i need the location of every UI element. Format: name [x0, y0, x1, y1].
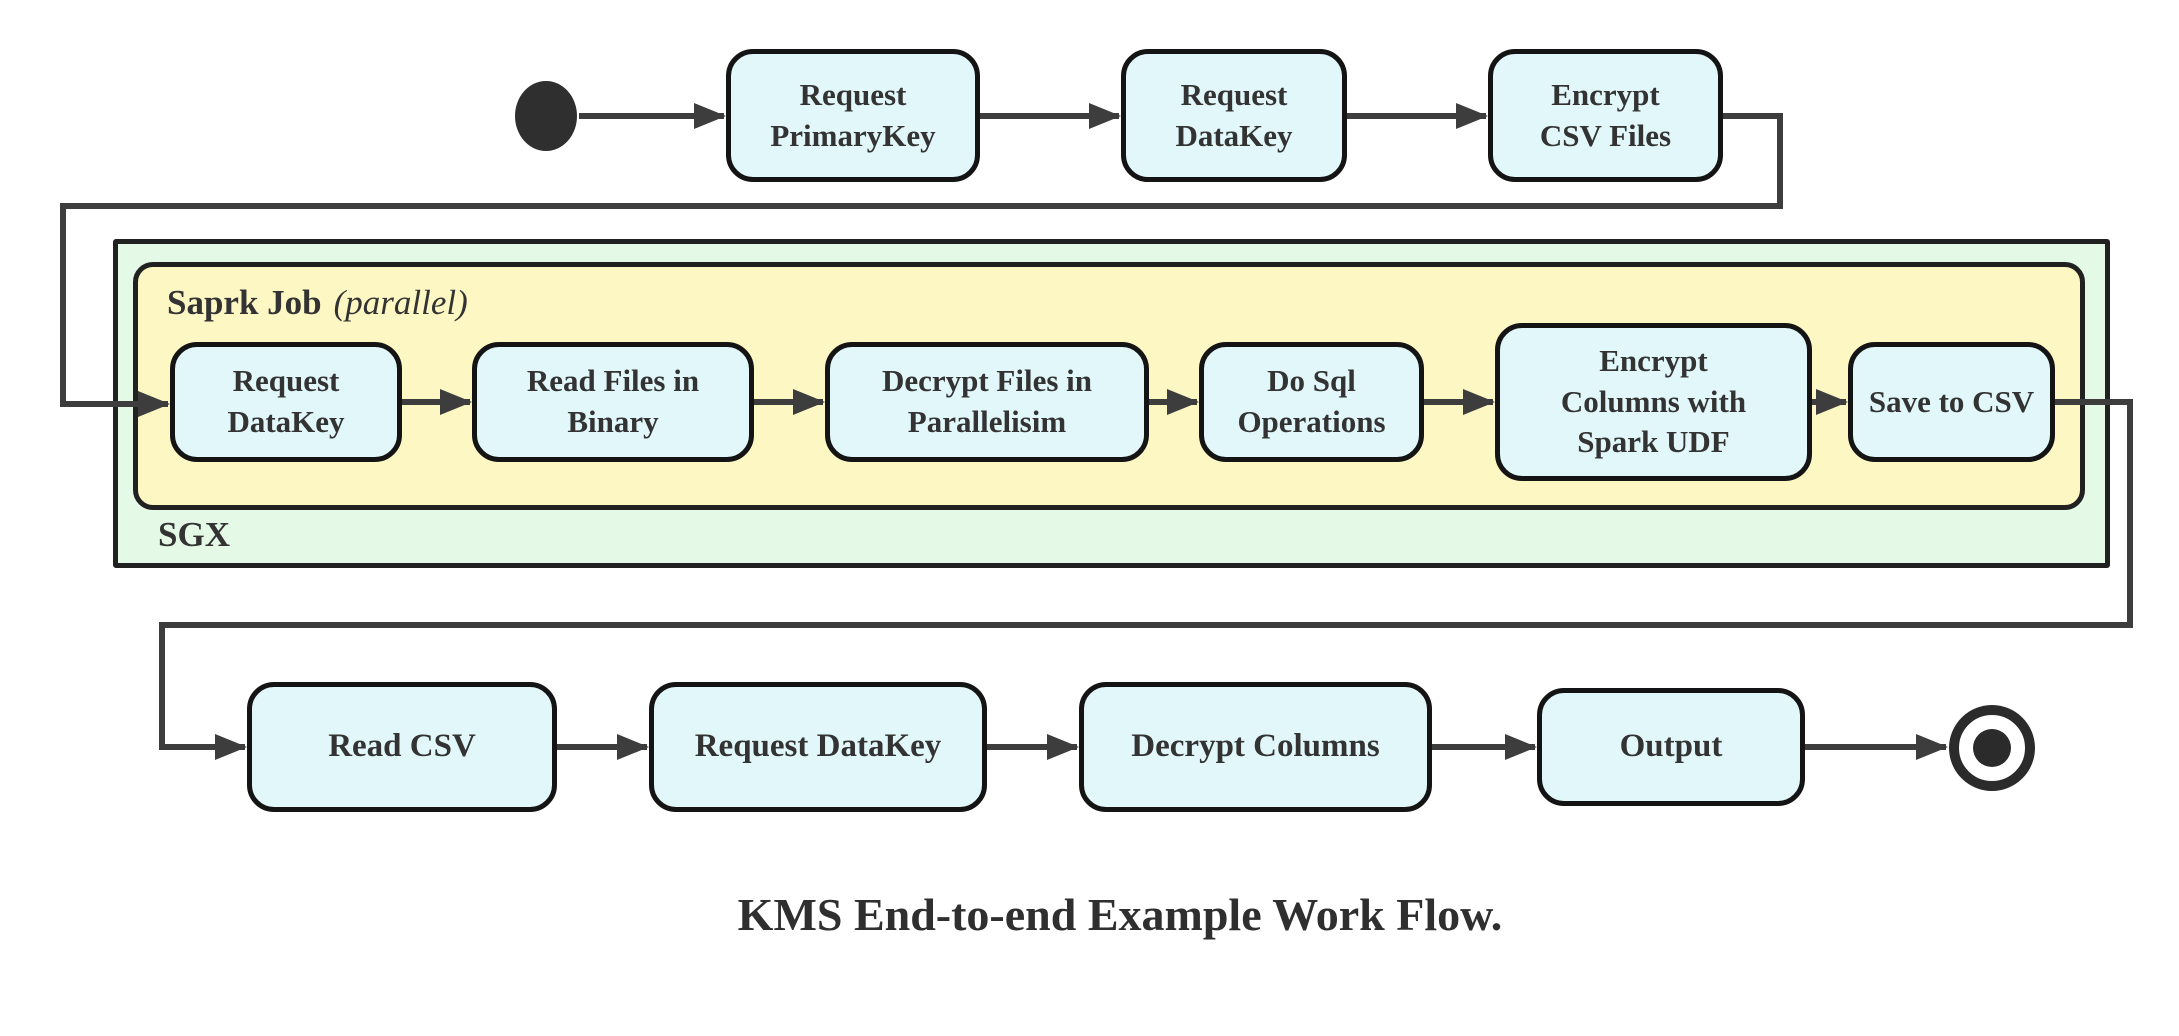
node-request-datakey-spark: Request DataKey — [170, 342, 402, 462]
node-save-to-csv: Save to CSV — [1848, 342, 2055, 462]
wire-encrypt-csv-to-sgx — [60, 113, 1783, 417]
node-request-datakey-bottom: Request DataKey — [649, 682, 987, 812]
spark-job-title: Saprk Job — [167, 283, 322, 322]
end-node-inner-dot-icon — [1973, 729, 2011, 767]
node-encrypt-csv-files: Encrypt CSV Files — [1488, 49, 1723, 182]
node-request-primarykey: Request PrimaryKey — [726, 49, 980, 182]
node-decrypt-columns: Decrypt Columns — [1079, 682, 1432, 812]
sgx-label: SGX — [158, 515, 230, 554]
start-node-icon — [515, 81, 577, 151]
spark-job-mode: (parallel) — [333, 283, 468, 322]
wire-save-csv-to-read-csv — [159, 399, 2133, 760]
node-do-sql-operations: Do Sql Operations — [1199, 342, 1424, 462]
node-encrypt-columns-with-spark-udf: Encrypt Columns with Spark UDF — [1495, 323, 1812, 481]
node-decrypt-files-in-parallelisim: Decrypt Files in Parallelisim — [825, 342, 1149, 462]
node-read-csv: Read CSV — [247, 682, 557, 812]
spark-job-label: Saprk Job (parallel) — [167, 283, 468, 323]
node-read-files-in-binary: Read Files in Binary — [472, 342, 754, 462]
node-output: Output — [1537, 688, 1805, 806]
node-request-datakey-top: Request DataKey — [1121, 49, 1347, 182]
diagram-caption: KMS End-to-end Example Work Flow. — [737, 889, 1503, 940]
